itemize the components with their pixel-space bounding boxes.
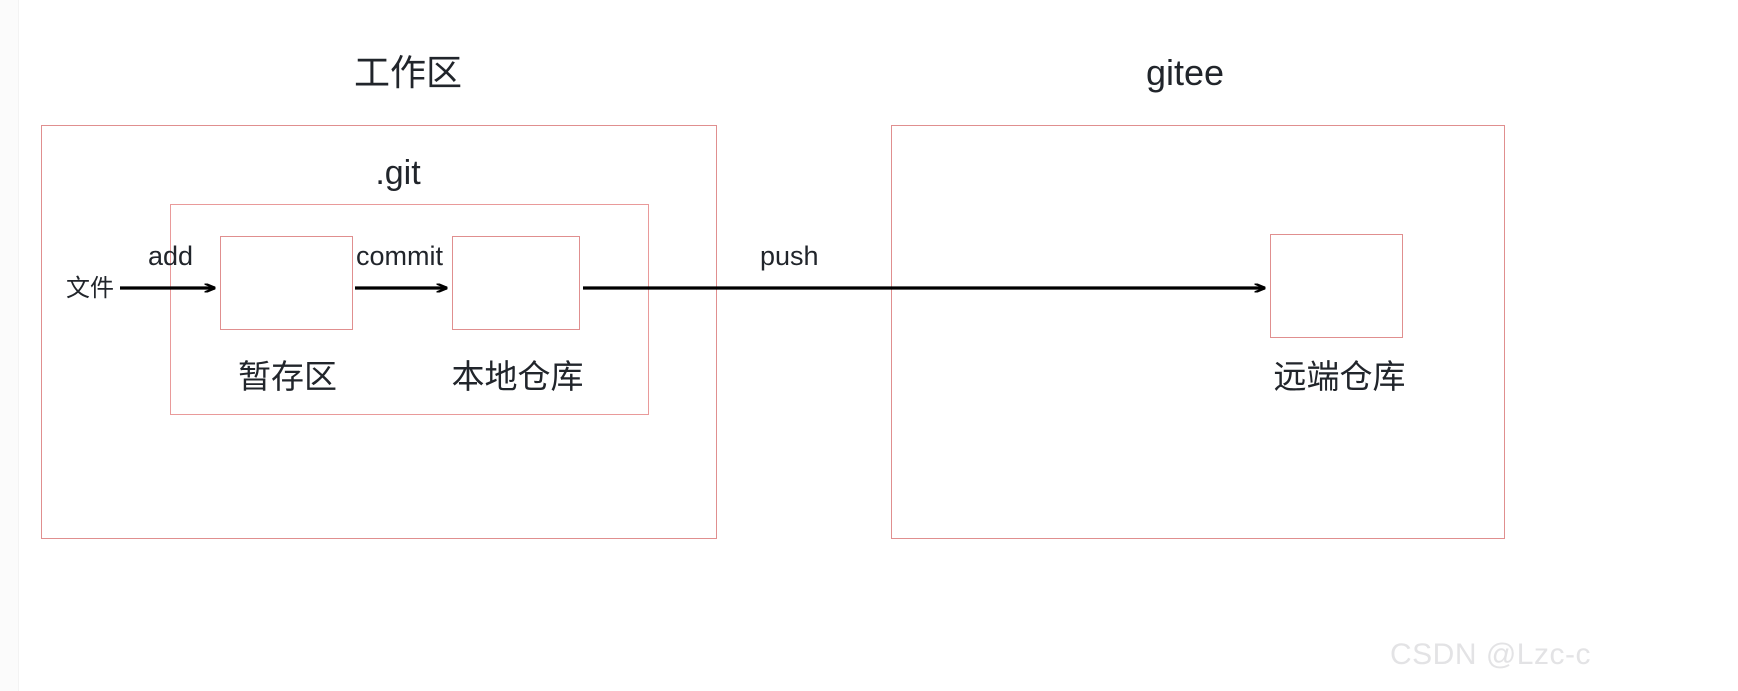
git-folder-title: .git <box>375 154 421 192</box>
edge-label-add: add <box>148 241 194 271</box>
edge-label-push: push <box>760 241 819 271</box>
git-folder-region <box>170 204 649 415</box>
source-file-label: 文件 <box>66 275 114 302</box>
workspace-title: 工作区 <box>353 52 462 93</box>
local-repo-box <box>452 236 580 330</box>
gitee-region <box>891 125 1505 539</box>
left-gutter <box>0 0 19 691</box>
staging-area-label: 暂存区 <box>238 358 337 395</box>
workspace-region <box>41 125 717 539</box>
gitee-title: gitee <box>1145 52 1225 93</box>
csdn-watermark: CSDN @Lzc-c <box>1390 638 1591 671</box>
remote-repo-label: 远端仓库 <box>1273 358 1406 395</box>
edge-label-commit: commit <box>356 241 443 271</box>
staging-area-box <box>220 236 353 330</box>
remote-repo-box <box>1270 234 1403 338</box>
local-repo-label: 本地仓库 <box>451 358 584 395</box>
